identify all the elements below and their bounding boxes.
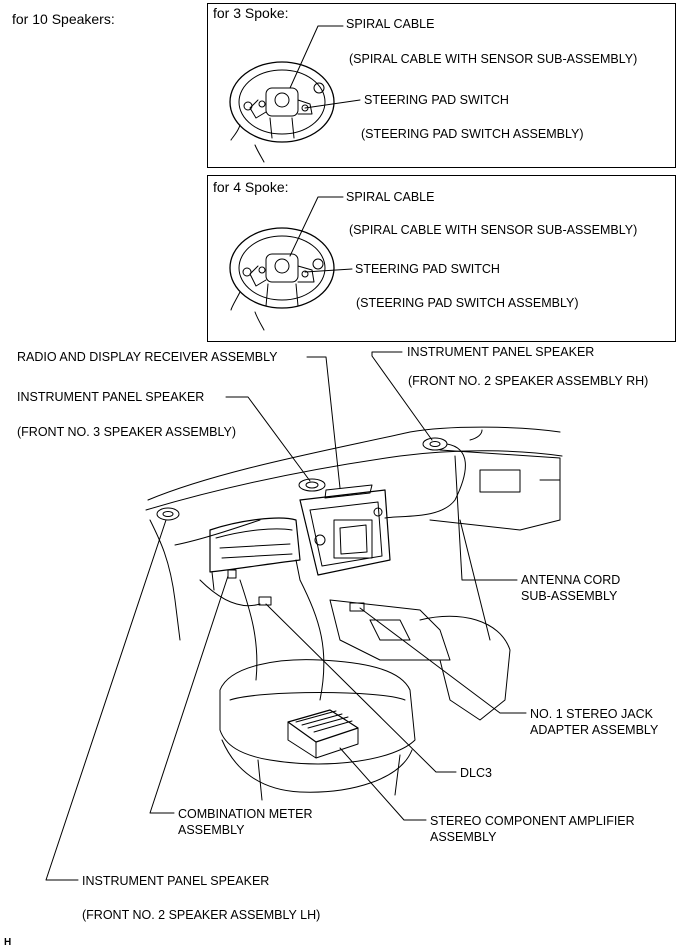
leader-combination-meter xyxy=(149,575,229,814)
steering-wheel-4-spoke-drawing xyxy=(229,227,335,331)
antenna-cord-label-1: ANTENNA CORD xyxy=(521,573,621,587)
spiral-cable-sub-label-3: (SPIRAL CABLE WITH SENSOR SUB-ASSEMBLY) xyxy=(349,52,638,66)
steering-pad-label-4: STEERING PAD SWITCH xyxy=(355,262,500,276)
leader-spiral-3 xyxy=(289,25,344,89)
ip-speaker-lh-label: INSTRUMENT PANEL SPEAKER xyxy=(82,874,270,888)
dlc3-label: DLC3 xyxy=(460,766,492,780)
leader-stereo-jack xyxy=(359,607,527,714)
dashboard-drawing xyxy=(145,426,563,801)
leader-lines xyxy=(45,351,527,881)
steering-pad-sub-label-4: (STEERING PAD SWITCH ASSEMBLY) xyxy=(356,296,579,310)
leader-ip-speaker-lh xyxy=(45,519,167,881)
leader-amplifier xyxy=(339,747,427,821)
combination-meter-label-1: COMBINATION METER xyxy=(178,807,313,821)
leader-pad-4 xyxy=(304,268,353,273)
leader-ip-speaker-rh xyxy=(371,351,433,441)
antenna-cord-label-2: SUB-ASSEMBLY xyxy=(521,589,618,603)
leader-spiral-4 xyxy=(289,196,344,257)
leader-pad-3 xyxy=(304,99,361,109)
steering-wheel-3-spoke-drawing xyxy=(229,61,335,163)
box-4-spoke xyxy=(207,175,676,342)
amplifier-label-1: STEREO COMPONENT AMPLIFIER xyxy=(430,814,635,828)
steering-pad-sub-label-3: (STEERING PAD SWITCH ASSEMBLY) xyxy=(361,127,584,141)
leader-radio xyxy=(306,356,341,489)
spiral-cable-label-4: SPIRAL CABLE xyxy=(346,190,435,204)
dlc3-drawing xyxy=(258,596,272,606)
jack-drawing xyxy=(349,602,365,612)
spiral-cable-label-3: SPIRAL CABLE xyxy=(346,17,435,31)
ip-speaker-rh-label: INSTRUMENT PANEL SPEAKER xyxy=(407,345,595,359)
stereo-jack-label-1: NO. 1 STEREO JACK xyxy=(530,707,653,721)
spiral-cable-sub-label-4: (SPIRAL CABLE WITH SENSOR SUB-ASSEMBLY) xyxy=(349,223,638,237)
steering-pad-label-3: STEERING PAD SWITCH xyxy=(364,93,509,107)
box-3-spoke-title: for 3 Spoke: xyxy=(213,5,289,21)
leader-ip-speaker-center xyxy=(225,396,311,482)
ip-speaker-center-sub-label: (FRONT NO. 3 SPEAKER ASSEMBLY) xyxy=(17,425,237,439)
stereo-jack-label-2: ADAPTER ASSEMBLY xyxy=(530,723,659,737)
amplifier-label-2: ASSEMBLY xyxy=(430,830,497,844)
box-3-spoke xyxy=(207,3,676,168)
ip-speaker-center-label: INSTRUMENT PANEL SPEAKER xyxy=(17,390,205,404)
leader-antenna xyxy=(454,455,518,581)
leader-dlc3 xyxy=(265,603,457,773)
combination-meter-label-2: ASSEMBLY xyxy=(178,823,245,837)
ip-speaker-rh-sub-label: (FRONT NO. 2 SPEAKER ASSEMBLY RH) xyxy=(408,374,649,388)
figure-code: H xyxy=(4,937,12,948)
radio-receiver-label: RADIO AND DISPLAY RECEIVER ASSEMBLY xyxy=(17,350,278,364)
variant-heading: for 10 Speakers: xyxy=(12,11,115,27)
box-4-spoke-title: for 4 Spoke: xyxy=(213,179,289,195)
ip-speaker-lh-sub-label: (FRONT NO. 2 SPEAKER ASSEMBLY LH) xyxy=(82,908,321,922)
